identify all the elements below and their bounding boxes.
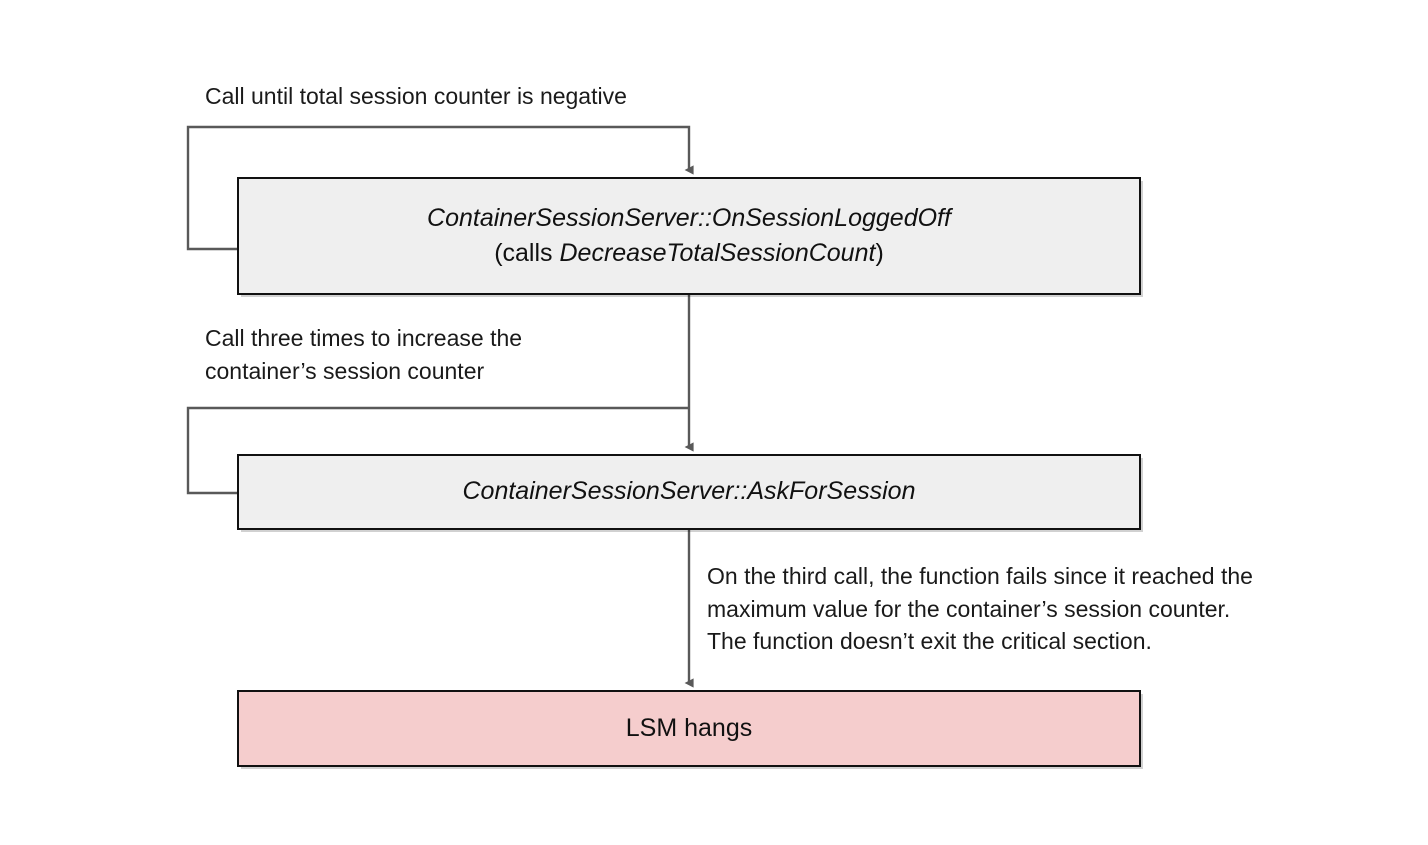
edge-label-failure-note: On the third call, the function fails si… — [707, 563, 1253, 655]
node-on-session-logged-off[interactable]: ContainerSessionServer::OnSessionLoggedO… — [237, 177, 1141, 295]
edge-label-loop-top: Call until total session counter is nega… — [205, 83, 627, 109]
node-line-1: ContainerSessionServer::OnSessionLoggedO… — [427, 203, 951, 232]
node-line-2-code: DecreaseTotalSessionCount — [559, 239, 876, 267]
node-ask-for-session[interactable]: ContainerSessionServer::AskForSession — [237, 454, 1141, 530]
edge-label-loop-middle: Call three times to increase the contain… — [205, 325, 523, 384]
node-on-session-logged-off-text: ContainerSessionServer::OnSessionLoggedO… — [413, 201, 965, 272]
node-line-2-prefix: (calls — [494, 239, 560, 267]
node-lsm-hangs[interactable]: LSM hangs — [237, 690, 1141, 767]
node-line-2: (calls DecreaseTotalSessionCount) — [427, 236, 951, 272]
node-line-2-suffix: ) — [875, 239, 884, 267]
node-lsm-hangs-text: LSM hangs — [625, 713, 753, 742]
loop-arrow-on-session-logged-off — [186, 125, 694, 251]
loop-arrow-ask-for-session — [186, 406, 689, 495]
node-ask-for-session-text: ContainerSessionServer::AskForSession — [462, 477, 916, 506]
